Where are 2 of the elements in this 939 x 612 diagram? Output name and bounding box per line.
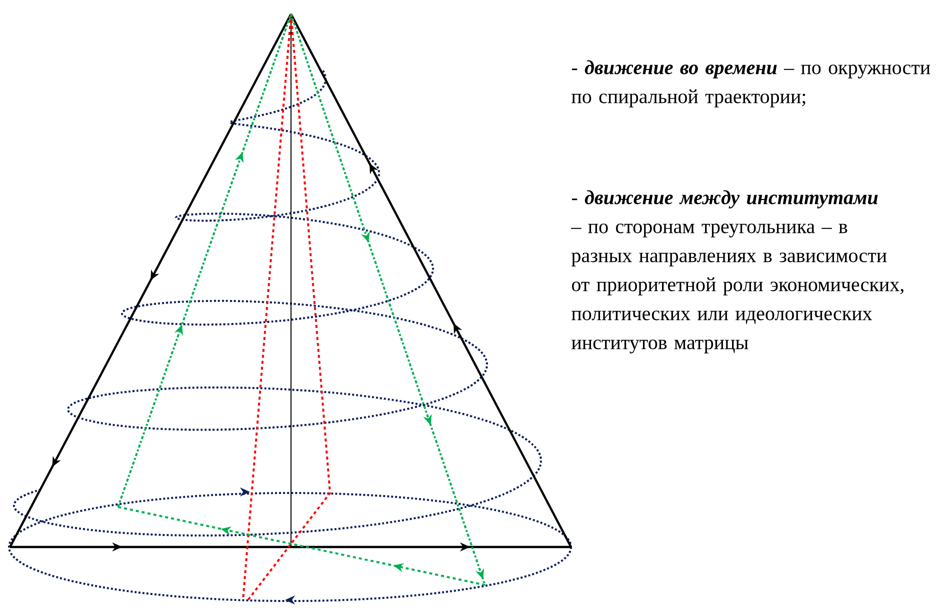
text-paragraph: - движение между институтами – по сторонам треугольника – в разных направлениях в зависимости от приоритетной роли экономических, политических или идеологических институтов матрицы bbox=[571, 190, 904, 354]
text-paragraph: - движение во времени – по окружности по спиральной траектории; bbox=[572, 60, 930, 108]
